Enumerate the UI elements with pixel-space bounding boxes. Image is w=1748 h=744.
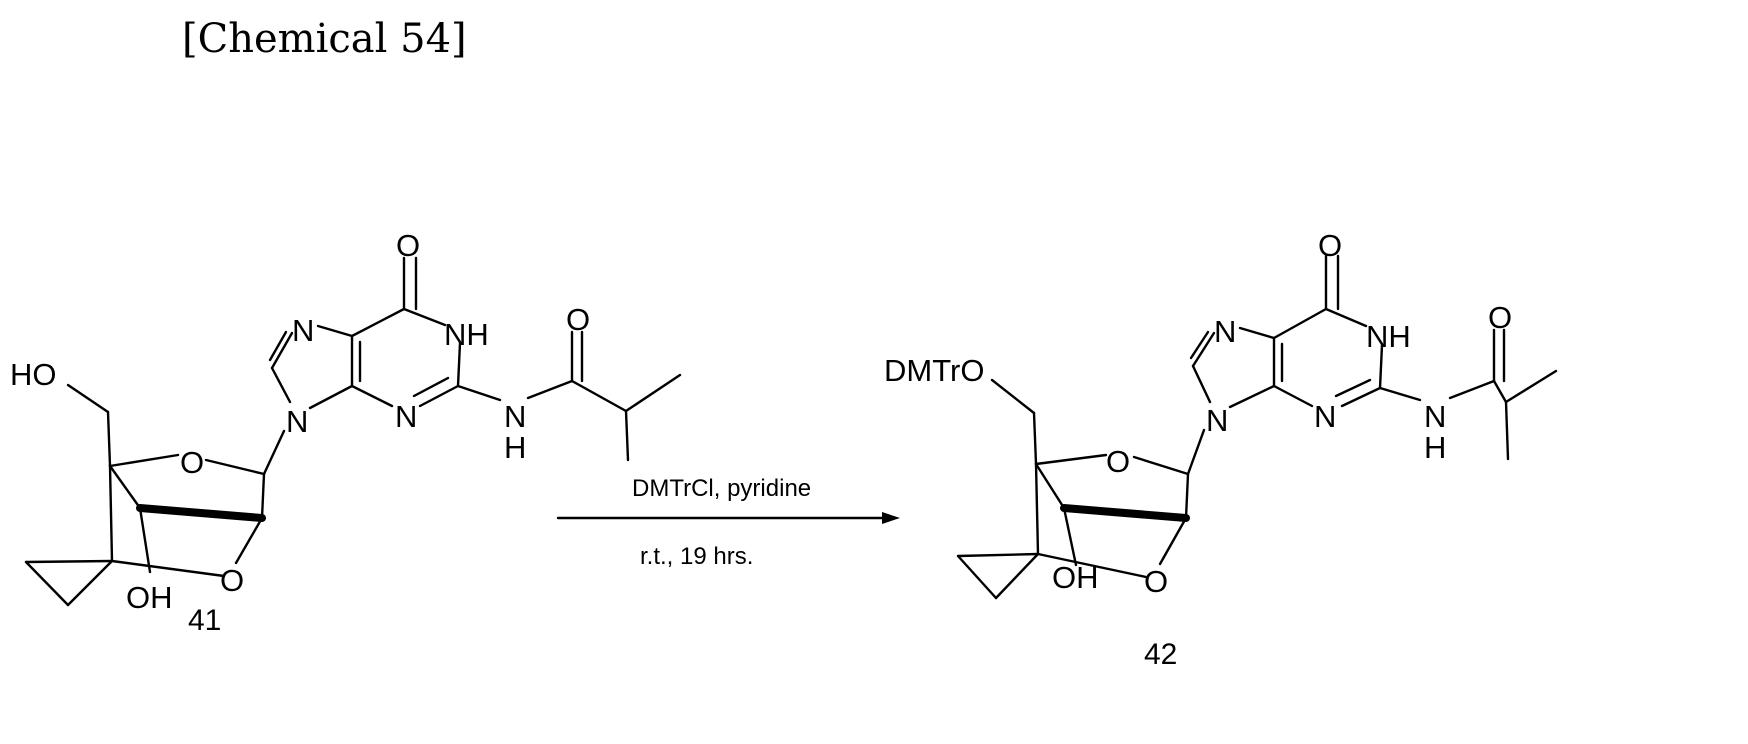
- c41-ho-label: HO: [10, 357, 57, 392]
- c41-amide-o-label: O: [566, 302, 590, 337]
- reaction-arrow: [558, 512, 900, 524]
- c42-carbonyl-o-label: O: [1318, 228, 1342, 263]
- c41-hydroxyl-label: OH: [126, 580, 173, 615]
- c42-n3-label: N: [1314, 399, 1336, 434]
- c41-carbonyl-o-label: O: [396, 228, 420, 263]
- c42-bridge-o-label: O: [1144, 564, 1168, 599]
- c42-dmtro-label: DMTrO: [884, 353, 984, 388]
- compound-41-structure: HO O OH O N N O NH N N H O 41: [10, 228, 680, 637]
- c41-n7-label: N: [292, 313, 314, 348]
- compound-42-number: 42: [1144, 638, 1177, 671]
- compound-42-structure: DMTrO O OH O N N O NH N N H O 42: [884, 228, 1556, 671]
- c42-hydroxyl-label: OH: [1052, 560, 1099, 595]
- reagents-label: DMTrCl, pyridine: [632, 475, 811, 502]
- c41-bridge-o-label: O: [220, 563, 244, 598]
- c42-n9-label: N: [1206, 403, 1228, 438]
- conditions-label: r.t., 19 hrs.: [640, 543, 753, 570]
- c42-nh-label: NH: [1366, 319, 1411, 354]
- c42-amide-h-label: H: [1424, 430, 1446, 465]
- c41-n9-label: N: [286, 404, 308, 439]
- c42-amide-o-label: O: [1488, 300, 1512, 335]
- arrow-head-icon: [882, 512, 900, 524]
- c42-ring-o-label: O: [1106, 444, 1130, 479]
- compound-42-bonds: [958, 256, 1556, 598]
- chemical-heading: [Chemical 54]: [182, 16, 467, 62]
- c41-nh-label: NH: [444, 317, 489, 352]
- c41-amide-h-label: H: [504, 430, 526, 465]
- c42-amide-n-label: N: [1424, 399, 1446, 434]
- c42-n7-label: N: [1214, 314, 1236, 349]
- compound-41-number: 41: [188, 604, 221, 637]
- c41-n3-label: N: [395, 399, 417, 434]
- c41-amide-n-label: N: [504, 399, 526, 434]
- c41-ring-o-label: O: [180, 445, 204, 480]
